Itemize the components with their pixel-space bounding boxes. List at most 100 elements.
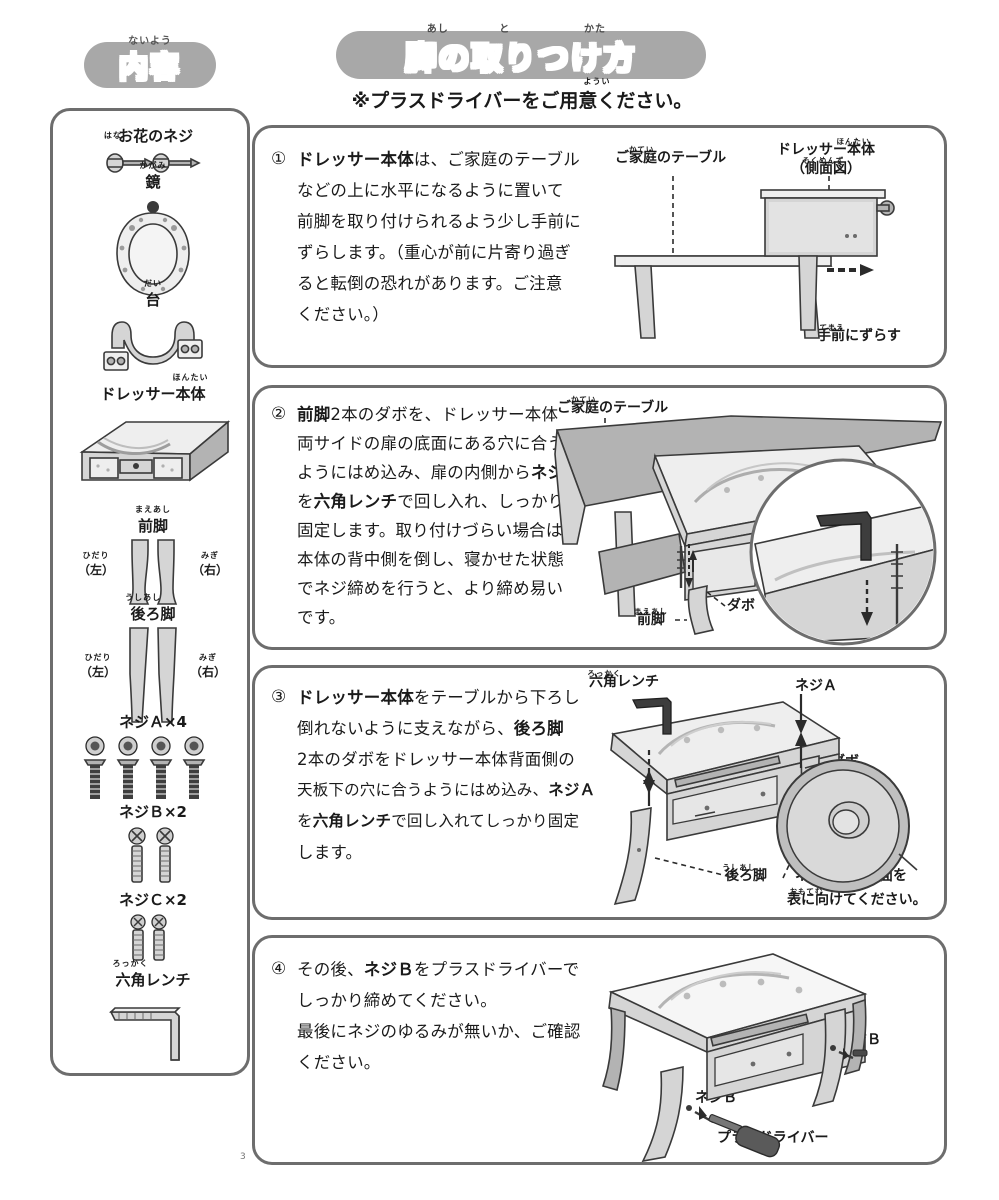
s1l6: ください。） — [297, 305, 389, 324]
contents-header-ruby: ないよう — [128, 36, 172, 47]
s2l1-a: 前脚 — [297, 405, 331, 424]
stand-ruby: だい — [143, 279, 162, 288]
s2l3-a: ようにはめ込み、扉の内側から — [297, 463, 531, 482]
s1l1-b: は、ご家庭のテーブル — [413, 150, 580, 169]
dresser-ruby: ほんたい — [172, 373, 209, 382]
mirror-icon — [53, 196, 253, 304]
s3l5-c: で回し入れてしっかり固定 — [391, 812, 580, 830]
screw-b-icon — [53, 826, 253, 892]
step-3-figure: ろっかく 六角レンチ ネジＡ ネジＡ ダボ ダボ うしあし 後ろ脚 あなひろめん… — [587, 669, 943, 916]
parts-list-panel: はな お花のネジ — [50, 108, 250, 1076]
part-label-screw-b: ネジＢ×2 — [118, 803, 187, 821]
front-right-ruby: みぎ — [201, 551, 219, 560]
part-item-dresser-body: ドレッサーほんたい本体 — [53, 373, 253, 500]
step-4-figure: ネジＢ ネジＢ プラスドライバー — [601, 946, 939, 1163]
part-label-screw-a: ネジＡ×4 — [118, 713, 187, 731]
home-table-label: かてい ご家庭のテーブル — [557, 395, 669, 416]
s3l1-a: ドレッサー本体 — [297, 688, 414, 707]
s3l5-a: を — [297, 812, 313, 830]
front-left-ruby: ひだり — [82, 551, 110, 560]
step-4-number: ④ — [271, 959, 287, 979]
s3l2-a: 倒れないように支えながら、 — [297, 719, 514, 738]
screw-c-icon — [53, 914, 253, 968]
part-label-rear-legs: 後ろ脚 — [130, 605, 176, 623]
part-item-mirror: かがみ 鏡 — [53, 161, 253, 304]
step-2-number: ② — [271, 404, 287, 424]
s2l4-c: で回し入れ、しっかり — [397, 492, 565, 511]
part-item-hex-wrench: ろっかく 六角レンチ — [53, 959, 253, 1068]
step-1-number: ① — [271, 149, 287, 169]
part-item-screw-b: ネジＢ×2 — [53, 801, 253, 892]
step-1-figure: かてい ご家庭のテーブル ほんたい ドレッサー本体 そくめんず （側面図） てま… — [611, 137, 941, 360]
screw-hole-note-line2: おもてむ 表に向けてください。 — [787, 887, 927, 908]
s2l7: でネジ締めを行うと、より締め易い — [297, 579, 564, 598]
step-4-text: ④ その後、ネジＢをプラスドライバーで しっかり締めてください。 最後にネジのゆ… — [271, 954, 597, 1078]
stand-icon — [53, 314, 253, 384]
s4l2: しっかり締めてください。 — [297, 991, 497, 1010]
flower-screw-icon — [53, 150, 253, 176]
title-note: ようい ※プラスドライバーをご用意ください。 — [336, 77, 708, 113]
step-3-text: ③ ドレッサー本体をテーブルから下ろし 倒れないように支えながら、後ろ脚 2本の… — [271, 682, 599, 868]
title-note-ruby: ようい — [583, 77, 611, 86]
step-2-text: ② 前脚2本のダボを、ドレッサー本体 両サイドの扉の底面にある穴に合う ようには… — [271, 400, 597, 632]
part-label-stand: 台 — [145, 291, 161, 309]
part-label-screw-c: ネジＣ×2 — [118, 891, 187, 909]
part-item-rear-legs: うしあし 後ろ脚 ひだり （左） みぎ （右） — [53, 593, 253, 724]
dowel-label: ダボ — [727, 598, 755, 614]
rear-legs-icon: ひだり （左） みぎ （右） — [53, 626, 253, 724]
hex-wrench-label: ろっかく 六角レンチ — [587, 669, 659, 690]
dresser-body-label: ほんたい ドレッサー本体 — [777, 137, 875, 159]
step-2-panel: ② 前脚2本のダボを、ドレッサー本体 両サイドの扉の底面にある穴に合う ようには… — [252, 385, 947, 650]
contents-header: ないよう 内容 — [84, 36, 216, 88]
page-number: 3 — [240, 1152, 246, 1162]
rear-legs-ruby: うしあし — [125, 593, 162, 602]
step-2-figure: かてい ご家庭のテーブル ネジＡ ダボ まえあし 前脚 ろっかく 六角レンチ ネ… — [554, 394, 943, 646]
s3l4-b: ネジＡ — [548, 781, 596, 799]
front-leg-left-label: （左） — [77, 563, 114, 577]
s2l1-b: 2本のダボを、ドレッサー本体 — [330, 405, 559, 424]
s2l4-a: を — [297, 492, 314, 511]
step-3-drawing — [610, 694, 918, 906]
home-table-label: かてい ご家庭のテーブル — [615, 145, 727, 167]
s3l4-a: 天板下の穴に合うようにはめ込み、 — [297, 781, 549, 799]
rear-leg-right-label: （右） — [190, 665, 227, 679]
s3l1-b: をテーブルから下ろし — [413, 688, 580, 707]
front-leg-right-label: （右） — [192, 563, 229, 577]
s4l1-a: その後、 — [297, 960, 364, 979]
rear-left-ruby: ひだり — [84, 653, 112, 662]
s4l1-b: ネジＢ — [363, 960, 414, 979]
title-ruby-ashi: あし — [426, 23, 449, 35]
title-ruby-kata: かた — [584, 23, 607, 35]
step-1-drawing — [613, 176, 895, 339]
part-label-dresser-prefix: ドレッサー — [100, 385, 176, 403]
s2l6: 本体の背中側を倒し、寝かせた状態 — [297, 550, 565, 569]
s4l4: ください。 — [297, 1053, 381, 1072]
s1l2: などの上に水平になるように置いて — [297, 181, 564, 200]
s3l3: 2本のダボをドレッサー本体背面側の — [297, 750, 575, 769]
s1l3: 前脚を取り付けられるよう少し手前に — [297, 212, 581, 231]
s3l6: します。 — [297, 843, 363, 862]
step-1-panel: ① ドレッサー本体は、ご家庭のテーブル などの上に水平になるように置いて 前脚を… — [252, 125, 947, 368]
part-item-screw-c: ネジＣ×2 — [53, 889, 253, 968]
slide-forward-label: てまえ 手前にずらす — [817, 323, 901, 345]
step-3-panel: ③ ドレッサー本体をテーブルから下ろし 倒れないように支えながら、後ろ脚 2本の… — [252, 665, 947, 920]
front-legs-ruby: まえあし — [134, 505, 171, 514]
rear-right-ruby: みぎ — [199, 653, 217, 662]
part-label-front-legs: 前脚 — [137, 517, 168, 535]
dresser-body-icon — [53, 408, 253, 500]
s1l5: ると転倒の恐れがあります。ご注意 — [297, 274, 563, 293]
s3l5-b: 六角レンチ — [312, 812, 392, 830]
part-label-flower-screw: お花のネジ — [118, 127, 194, 145]
rear-leg-left-label: （左） — [79, 665, 116, 679]
step-1-text: ① ドレッサー本体は、ご家庭のテーブル などの上に水平になるように置いて 前脚を… — [271, 144, 597, 330]
front-legs-icon: ひだり （左） みぎ （右） — [53, 538, 253, 606]
s3l2-b: 後ろ脚 — [513, 719, 564, 738]
s2l2: 両サイドの扉の底面にある穴に合う — [297, 434, 565, 453]
front-leg-label: まえあし 前脚 — [634, 607, 668, 628]
part-item-stand: だい 台 — [53, 279, 253, 384]
side-view-label: そくめんず （側面図） — [791, 156, 861, 178]
rear-leg-label: うしあし 後ろ脚 — [722, 863, 767, 884]
s2l4-b: 六角レンチ — [313, 492, 398, 511]
screw-a-label-right: ネジＡ — [795, 678, 837, 694]
